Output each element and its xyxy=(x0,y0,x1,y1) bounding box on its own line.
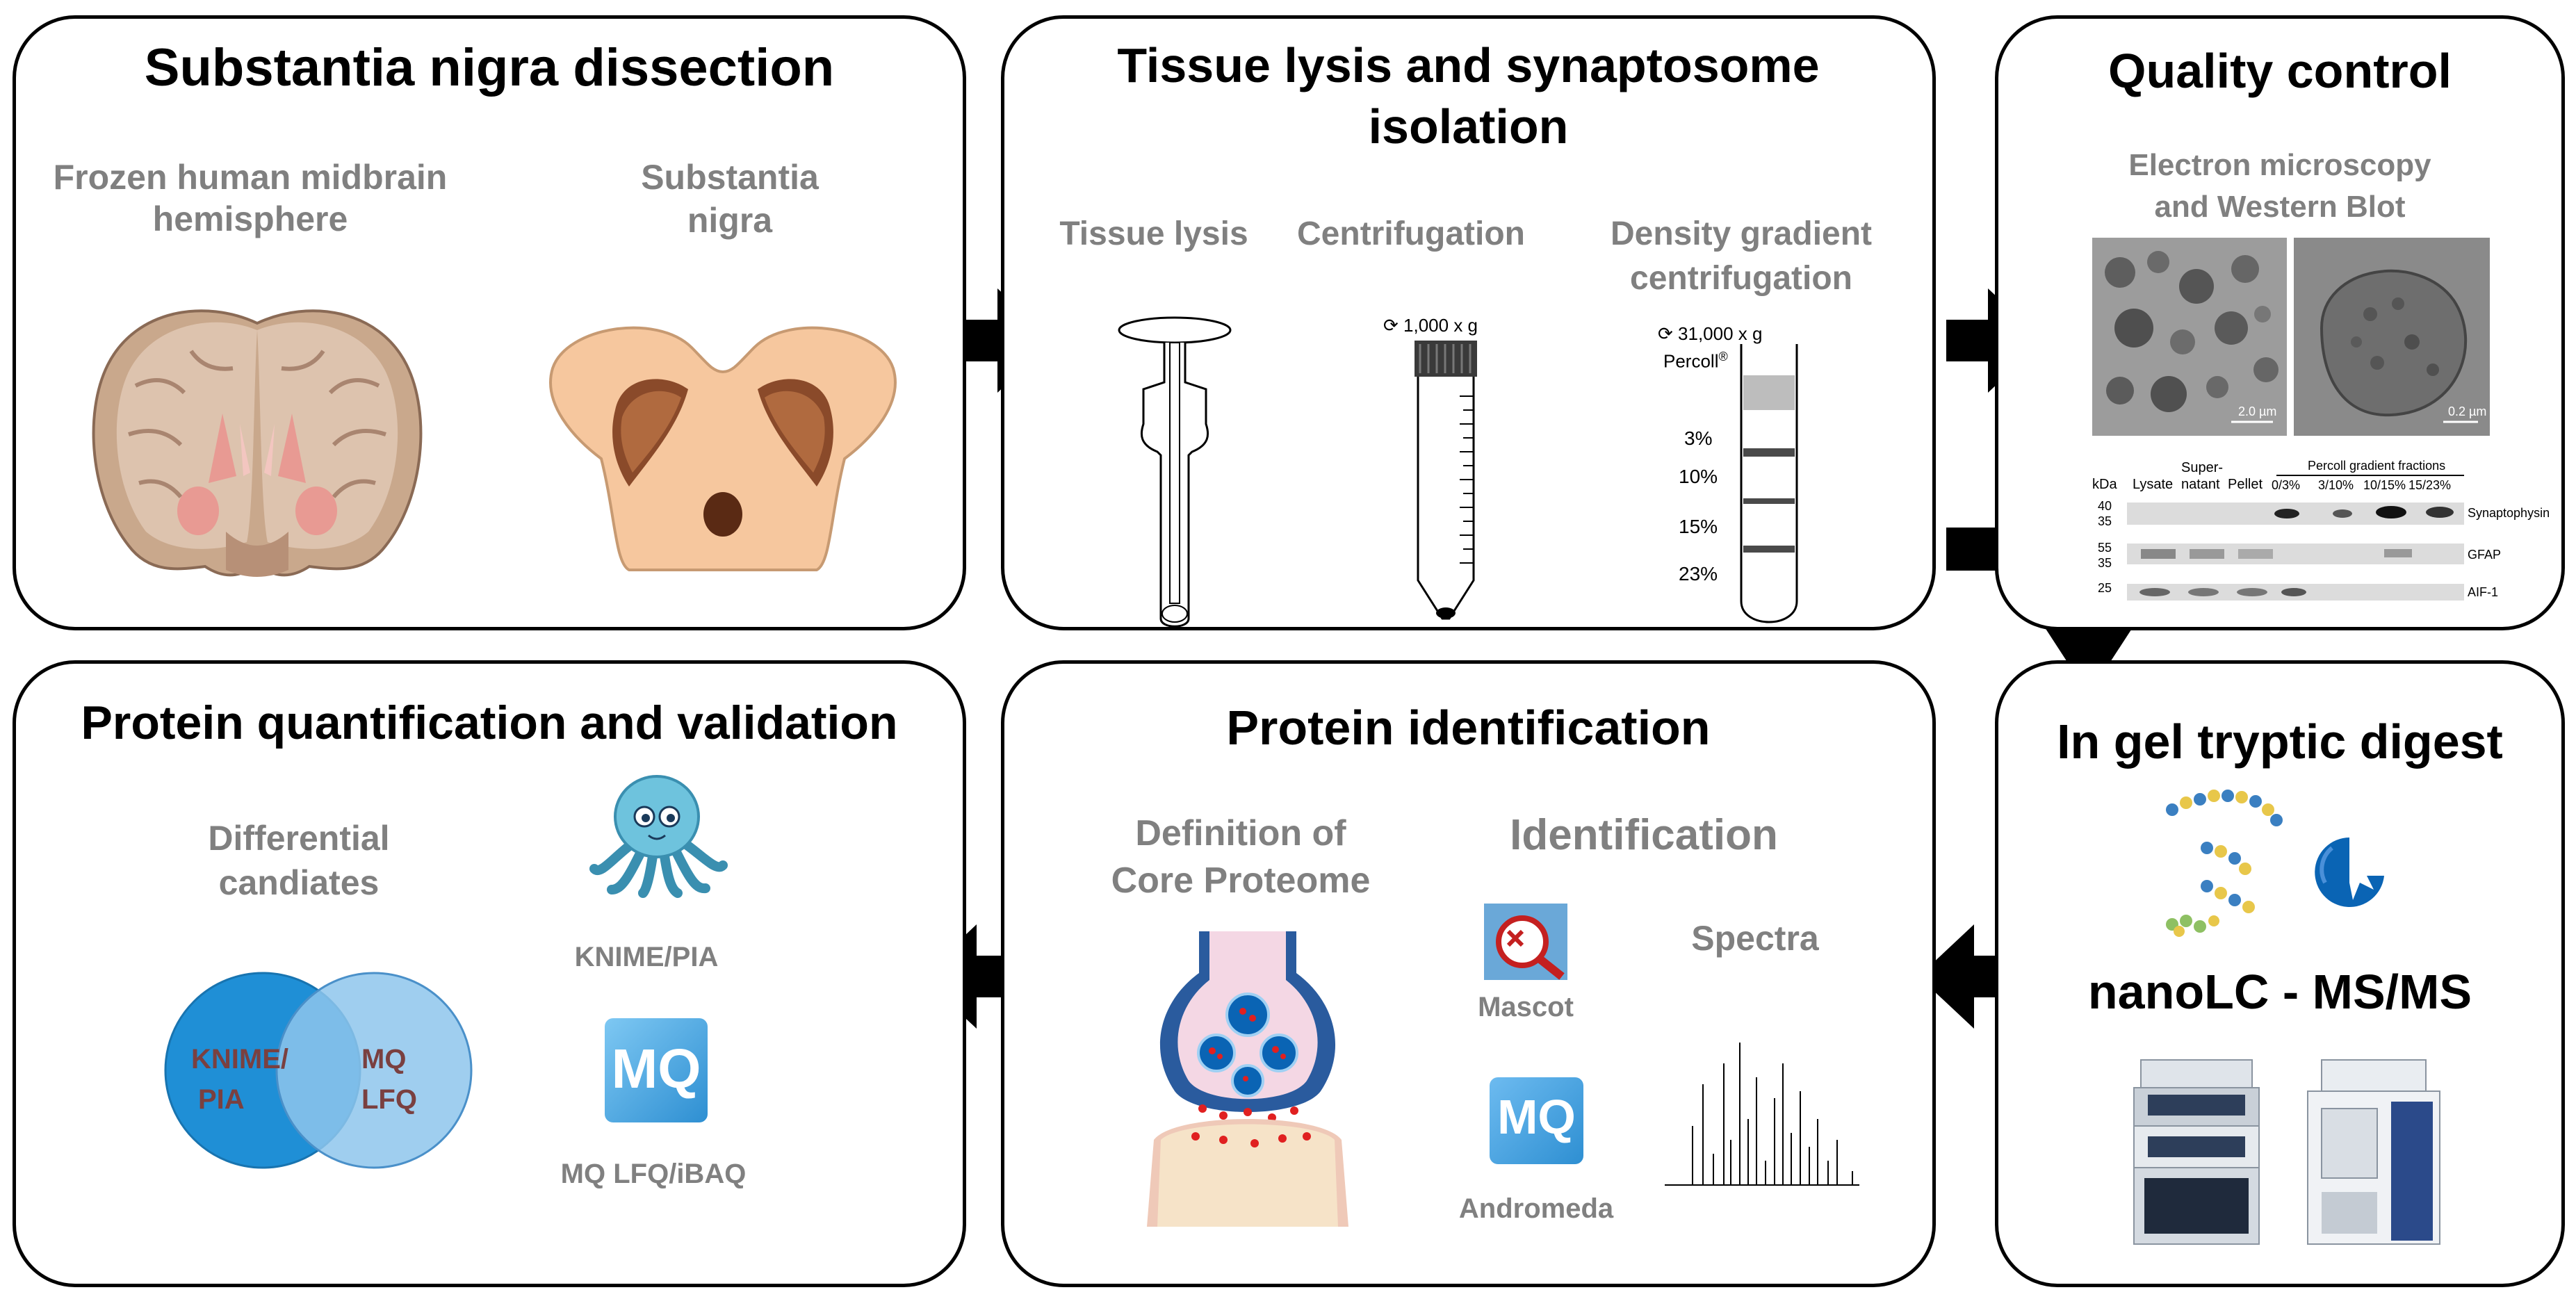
scale-left: 2.0 µm xyxy=(2238,405,2277,418)
wb-kda: kDa xyxy=(2092,477,2117,492)
maxquant-logo-icon xyxy=(1490,1077,1583,1164)
wb-header-line xyxy=(2276,475,2464,476)
gradient-tube-icon xyxy=(1740,344,1798,623)
centrifuge-speed-label: 1,000 x g xyxy=(1403,315,1478,336)
mq-logo-text-quantification: MQ xyxy=(611,1038,701,1100)
wb-row-aif1 xyxy=(2127,584,2464,601)
diff-line1: Differential xyxy=(208,819,390,858)
arrow-left-1 xyxy=(1918,924,2016,1029)
percoll-label: Percoll® xyxy=(1663,350,1728,373)
midbrain-icon xyxy=(549,326,897,571)
digest-subtitle: nanoLC - MS/MS xyxy=(2087,965,2472,1019)
mq-lfq-label: MQ LFQ/iBAQ xyxy=(560,1159,747,1189)
panel-title-quality: Quality control xyxy=(2108,44,2452,98)
wb-marker-55: 55 xyxy=(2098,541,2112,555)
label-brain: Frozen human midbrain hemisphere xyxy=(53,158,448,238)
step-density-line1: Density gradient xyxy=(1610,215,1873,252)
percoll-mark: ® xyxy=(1718,350,1728,363)
wb-marker-40: 40 xyxy=(2098,499,2112,513)
mascot-logo-icon xyxy=(1484,904,1567,980)
wb-header: Percoll gradient fractions xyxy=(2308,459,2446,473)
brain-section-icon xyxy=(92,309,423,577)
wb-marker-25: 25 xyxy=(2098,581,2112,595)
quality-subtitle-line1: Electron microscopy xyxy=(2128,148,2431,182)
gradient-speed: ⟳ 31,000 x g xyxy=(1658,323,1762,345)
wb-row-synaptophysin xyxy=(2127,503,2464,525)
pestle-icon xyxy=(1118,316,1232,628)
step-tissue-lysis: Tissue lysis xyxy=(1059,215,1248,252)
wb-lane-f2: 3/10% xyxy=(2318,478,2354,492)
wb-marker-35a: 35 xyxy=(2098,514,2112,528)
trypsin-icon xyxy=(2315,838,2384,907)
step-density-line2: centrifugation xyxy=(1630,260,1852,297)
centrifuge-speed: ⟳ 1,000 x g xyxy=(1383,315,1478,336)
panel-quantification xyxy=(13,660,966,1287)
fraction-23: 23% xyxy=(1679,563,1718,585)
panel-title-lysis-line2: isolation xyxy=(1368,99,1569,154)
andromeda-label: Andromeda xyxy=(1458,1193,1614,1224)
spectrum-icon xyxy=(1665,1043,1859,1186)
wb-lane-f1: 0/3% xyxy=(2272,478,2301,492)
fraction-3: 3% xyxy=(1684,427,1713,449)
wb-lane-lysate: Lysate xyxy=(2133,477,2174,492)
core-line2: Core Proteome xyxy=(1111,860,1371,901)
wb-protein-aif1: AIF-1 xyxy=(2468,585,2499,599)
em-image-left: 2.0 µm xyxy=(2092,238,2287,436)
percoll-text: Percoll xyxy=(1663,350,1719,372)
identification-label: Identification xyxy=(1510,811,1778,859)
gradient-speed-label: 31,000 x g xyxy=(1678,323,1763,344)
panel-digest xyxy=(1995,660,2565,1287)
wb-row-gfap xyxy=(2127,544,2464,564)
panel-title-quantification: Protein quantification and validation xyxy=(81,696,898,749)
step-centrifugation: Centrifugation xyxy=(1297,215,1525,252)
quality-subtitle-line2: and Western Blot xyxy=(2154,190,2406,224)
venn-left-line1: KNIME/ xyxy=(191,1044,288,1075)
fraction-15: 15% xyxy=(1679,516,1718,537)
wb-protein-gfap: GFAP xyxy=(2468,548,2502,562)
mq-logo-text-identification: MQ xyxy=(1497,1090,1576,1144)
panel-title-digest: In gel tryptic digest xyxy=(2057,714,2503,769)
fraction-10: 10% xyxy=(1679,466,1718,487)
core-line1: Definition of xyxy=(1135,813,1346,853)
spectra-label: Spectra xyxy=(1691,919,1819,958)
wb-lane-f3: 10/15% xyxy=(2363,478,2406,492)
wb-lane-f4: 15/23% xyxy=(2408,478,2452,492)
venn-right-line1: MQ xyxy=(361,1044,407,1075)
knime-label: KNIME/PIA xyxy=(574,942,719,972)
venn-diagram-icon xyxy=(164,972,473,1169)
centrifuge-tube-icon xyxy=(1415,341,1477,620)
wb-lane-super: Super- xyxy=(2181,460,2224,475)
ms-instrument-icon xyxy=(2307,1059,2440,1245)
panel-title-lysis-line1: Tissue lysis and synaptosome xyxy=(1117,38,1820,92)
synapse-icon xyxy=(1147,931,1348,1227)
octopus-icon xyxy=(589,775,728,898)
wb-marker-35b: 35 xyxy=(2098,556,2112,570)
rotation-icon: ⟳ xyxy=(1383,315,1399,336)
lc-instrument-icon xyxy=(2133,1059,2260,1245)
em-image-right: 0.2 µm xyxy=(2294,238,2490,436)
wb-lane-natant: natant xyxy=(2181,477,2220,492)
mascot-label: Mascot xyxy=(1478,992,1574,1022)
diff-line2: candiates xyxy=(218,863,380,902)
arrow-left-2 xyxy=(921,924,1018,1029)
wb-protein-synaptophysin: Synaptophysin xyxy=(2468,506,2550,520)
scale-right: 0.2 µm xyxy=(2448,405,2487,418)
rotation-icon-2: ⟳ xyxy=(1658,323,1673,344)
panel-title-identification: Protein identification xyxy=(1226,701,1711,755)
peptide-chain-icon xyxy=(2166,790,2283,937)
venn-right-line2: LFQ xyxy=(361,1084,417,1115)
venn-left-line2: PIA xyxy=(198,1084,245,1115)
label-nigra-line2: nigra xyxy=(687,201,773,240)
label-nigra-line1: Substantia xyxy=(641,158,819,197)
maxquant-logo-icon-2 xyxy=(605,1018,708,1122)
panel-title-dissection: Substantia nigra dissection xyxy=(144,38,835,97)
wb-lane-pellet: Pellet xyxy=(2228,477,2263,492)
